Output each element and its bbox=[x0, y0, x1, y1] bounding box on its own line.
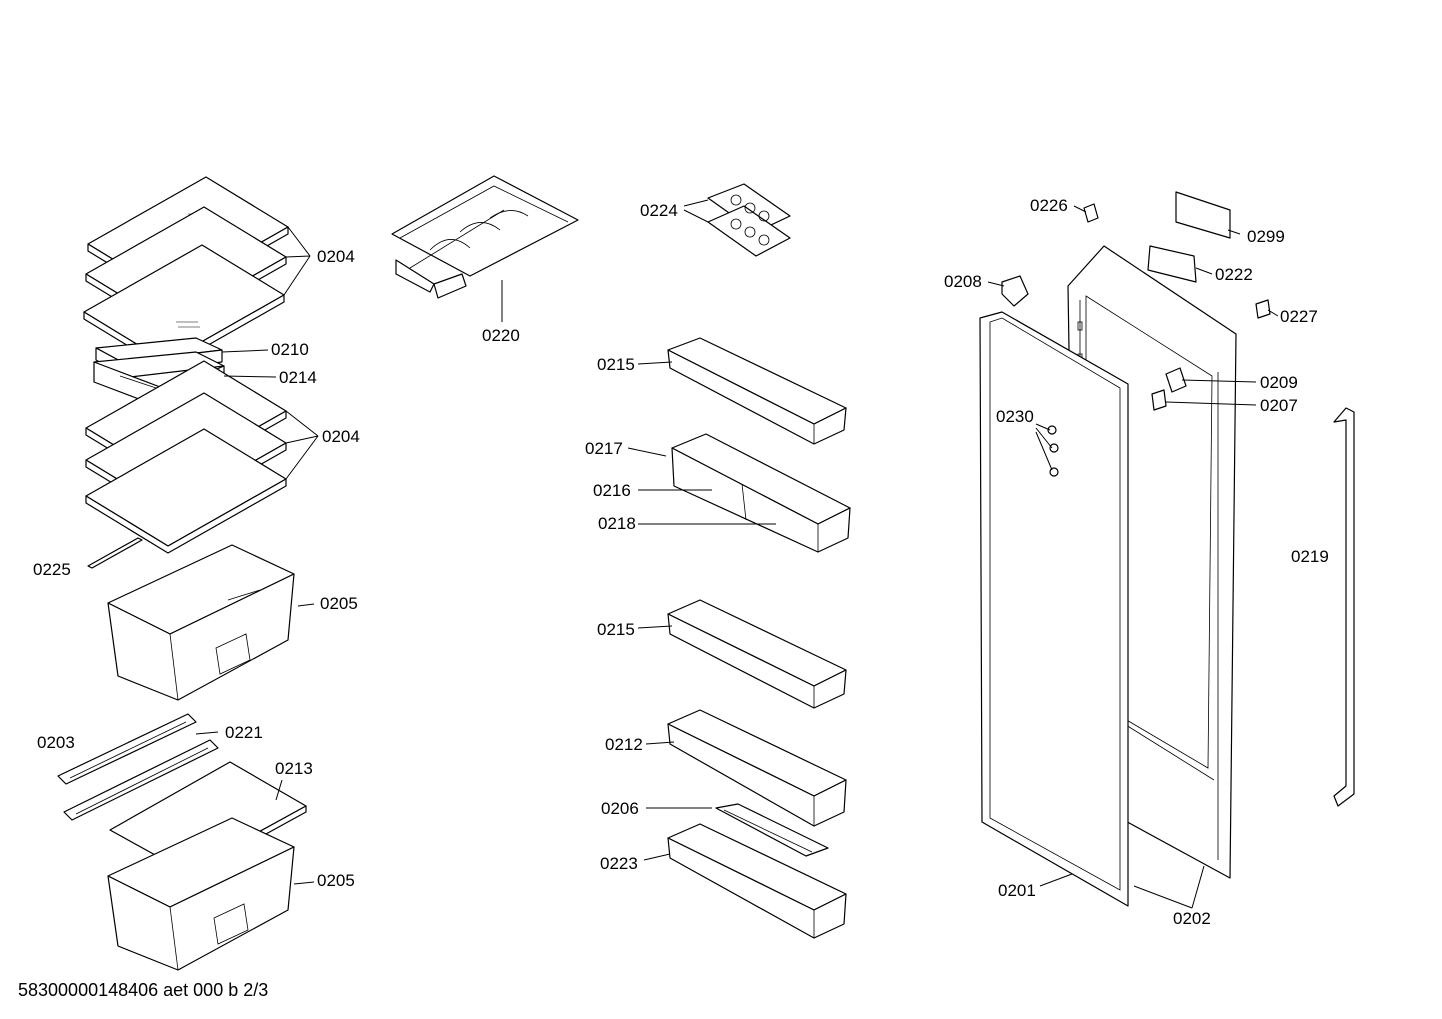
label-0221: 0221 bbox=[225, 723, 263, 742]
leader-lines bbox=[195, 199, 1279, 909]
bottle-divider-0206 bbox=[715, 803, 829, 857]
label-0215-upper: 0215 bbox=[597, 355, 635, 374]
label-0201: 0201 bbox=[998, 881, 1036, 900]
label-0223: 0223 bbox=[600, 854, 638, 873]
callout-labels: 0204 0210 0214 0204 0225 0205 0203 0221 … bbox=[33, 196, 1329, 928]
label-0204-lower: 0204 bbox=[322, 427, 360, 446]
door-bin-0212 bbox=[667, 709, 847, 827]
glass-shelves-lower bbox=[85, 360, 287, 554]
bottle-rack-0220 bbox=[391, 175, 579, 299]
label-0206: 0206 bbox=[601, 799, 639, 818]
label-0227: 0227 bbox=[1280, 307, 1318, 326]
door-gasket-0201 bbox=[979, 311, 1129, 907]
door-bin-0215-mid bbox=[667, 599, 847, 709]
crisper-drawer-lower bbox=[107, 817, 295, 971]
label-0209: 0209 bbox=[1260, 373, 1298, 392]
label-0230: 0230 bbox=[996, 407, 1034, 426]
label-0205-upper: 0205 bbox=[320, 594, 358, 613]
label-0210: 0210 bbox=[271, 340, 309, 359]
door-handle-0219 bbox=[1333, 407, 1355, 807]
trim-strip-0225 bbox=[87, 537, 143, 569]
label-0299: 0299 bbox=[1247, 227, 1285, 246]
label-0214: 0214 bbox=[279, 368, 317, 387]
label-0222: 0222 bbox=[1215, 265, 1253, 284]
egg-trays-0224 bbox=[707, 183, 791, 257]
label-0218: 0218 bbox=[598, 514, 636, 533]
glass-shelves-upper bbox=[83, 176, 289, 370]
label-0202: 0202 bbox=[1173, 909, 1211, 928]
label-0203: 0203 bbox=[37, 733, 75, 752]
label-0208: 0208 bbox=[944, 272, 982, 291]
dividers-0203-0221 bbox=[57, 713, 219, 821]
door-bin-0223 bbox=[667, 823, 847, 939]
label-0205-lower: 0205 bbox=[317, 871, 355, 890]
drawing-reference-number: 58300000148406 aet 000 b 2/3 bbox=[18, 980, 269, 1000]
label-0226: 0226 bbox=[1030, 196, 1068, 215]
label-0215-lower: 0215 bbox=[597, 620, 635, 639]
label-0217: 0217 bbox=[585, 439, 623, 458]
crisper-drawer-upper bbox=[107, 544, 295, 701]
door-bin-0217 bbox=[671, 433, 851, 553]
small-parts bbox=[1001, 191, 1271, 477]
label-0225: 0225 bbox=[33, 560, 71, 579]
door-bin-0215-top bbox=[667, 337, 847, 445]
label-0219: 0219 bbox=[1291, 547, 1329, 566]
label-0224: 0224 bbox=[640, 201, 678, 220]
label-0207: 0207 bbox=[1260, 396, 1298, 415]
label-0212: 0212 bbox=[605, 735, 643, 754]
label-0204-upper: 0204 bbox=[317, 247, 355, 266]
label-0220: 0220 bbox=[482, 326, 520, 345]
label-0213: 0213 bbox=[275, 759, 313, 778]
label-0216: 0216 bbox=[593, 481, 631, 500]
